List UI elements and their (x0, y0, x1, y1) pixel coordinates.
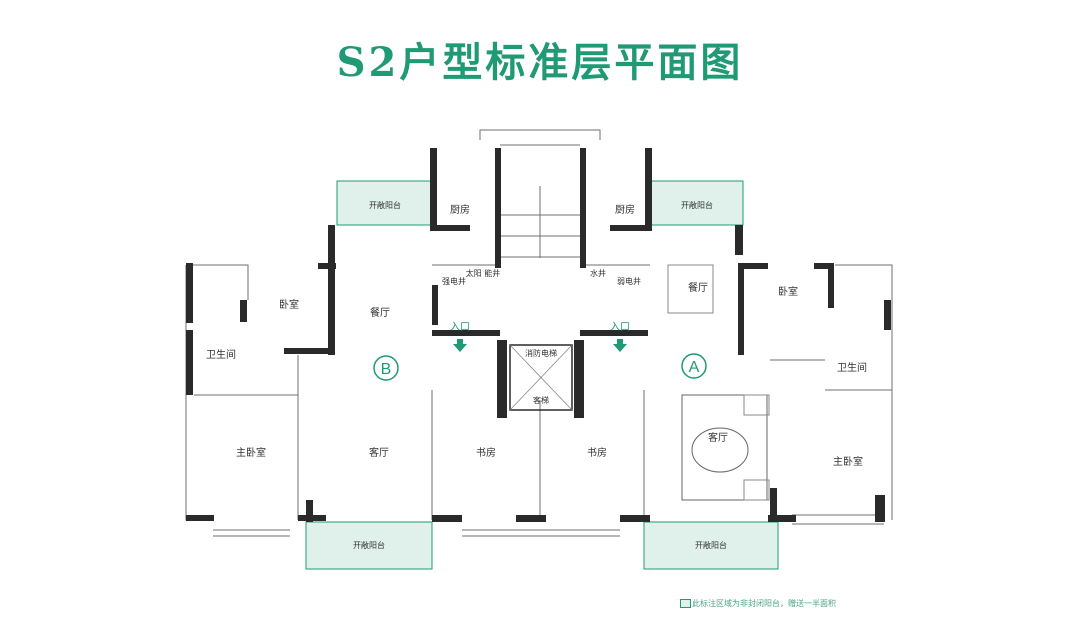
label-bedroom-left: 卧室 (279, 298, 299, 311)
balcony-top-right (650, 180, 744, 226)
living-furniture (667, 264, 770, 501)
arrow-down-icon-left (453, 339, 467, 352)
label-bedroom-right: 卧室 (778, 285, 798, 298)
label-solar-shaft: 太阳 能井 (466, 268, 501, 278)
unit-b-marker (373, 355, 399, 381)
label-dining-left: 餐厅 (370, 306, 390, 319)
balcony-bottom-left (305, 521, 433, 570)
legend-note: 此标注区域为非封闭阳台，赠送一半面积 (692, 599, 836, 608)
label-kitchen-right: 厨房 (615, 203, 635, 216)
label-fire-elevator: 消防电梯 (525, 348, 557, 358)
unit-a-marker (681, 353, 707, 379)
label-balcony-top-left: 开敞阳台 (369, 200, 401, 210)
balcony-bottom-right (643, 521, 779, 570)
label-bath-left: 卫生间 (206, 348, 236, 361)
balcony-top-left (336, 180, 433, 226)
legend-swatch (680, 599, 691, 608)
label-weak-shaft: 弱电井 (617, 276, 641, 286)
label-entrance-right: 入口 (610, 322, 630, 333)
label-master-left: 主卧室 (236, 446, 266, 459)
label-study-right: 书房 (587, 446, 607, 459)
label-living-left: 客厅 (369, 446, 389, 459)
walls (186, 148, 891, 522)
label-elevator: 客梯 (533, 395, 549, 405)
elevator-core (509, 344, 573, 411)
thin-lines (185, 129, 893, 537)
label-water-shaft: 水井 (590, 268, 606, 278)
label-balcony-bottom-left: 开敞阳台 (353, 540, 385, 550)
label-strong-shaft: 强电井 (442, 276, 466, 286)
label-master-right: 主卧室 (833, 455, 863, 468)
label-dining-right: 餐厅 (688, 281, 708, 294)
label-study-left: 书房 (476, 446, 496, 459)
label-entrance-left: 入口 (450, 322, 470, 333)
unit-b-label: B (381, 361, 392, 378)
label-bath-right: 卫生间 (837, 361, 867, 374)
label-living-right: 客厅 (708, 431, 728, 444)
arrow-down-icon-right (613, 339, 627, 352)
label-balcony-bottom-right: 开敞阳台 (695, 540, 727, 550)
unit-a-label: A (689, 359, 700, 376)
label-kitchen-left: 厨房 (450, 203, 470, 216)
page-title: S2户型标准层平面图 (336, 39, 744, 86)
label-balcony-top-right: 开敞阳台 (681, 200, 713, 210)
